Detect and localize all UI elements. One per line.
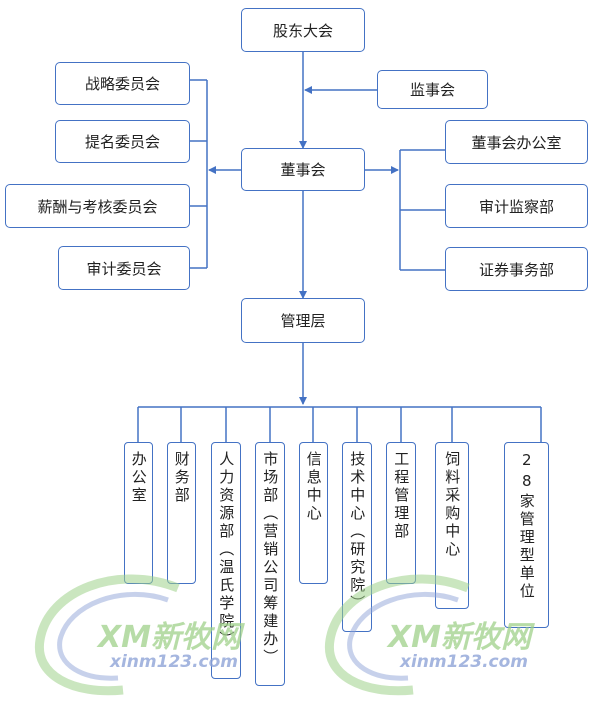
dept-label: 市场部（营销公司筹建办） xyxy=(261,451,280,667)
dept-label: 办公室 xyxy=(129,451,148,505)
committee-label: 薪酬与考核委员会 xyxy=(37,197,158,216)
committee-strategy: 战略委员会 xyxy=(55,62,190,105)
dept-label: 饲料采购中心 xyxy=(443,451,462,559)
watermark-logo-right: XM新牧网 xyxy=(388,612,531,656)
node-management: 管理层 xyxy=(241,298,365,343)
dept-finance: 财务部 xyxy=(167,442,196,584)
dept-office: 办公室 xyxy=(124,442,153,584)
node-shareholders: 股东大会 xyxy=(241,8,365,52)
dept-engineering: 工程管理部 xyxy=(386,442,416,584)
dept-label: 信息中心 xyxy=(304,451,323,523)
node-management-label: 管理层 xyxy=(280,312,326,330)
node-supervisory: 监事会 xyxy=(377,70,488,109)
watermark-url-right: xinm123.com xyxy=(400,652,528,672)
board-unit-office: 董事会办公室 xyxy=(445,120,588,164)
dept-label: 财务部 xyxy=(172,451,191,505)
dept-information: 信息中心 xyxy=(299,442,328,584)
watermark-url-text: xinm123.com xyxy=(110,652,239,672)
committee-compensation: 薪酬与考核委员会 xyxy=(5,184,190,228)
committee-label: 提名委员会 xyxy=(84,133,160,151)
node-shareholders-label: 股东大会 xyxy=(272,21,333,40)
node-board: 董事会 xyxy=(241,148,365,191)
board-unit-label: 证券事务部 xyxy=(478,260,554,279)
dept-marketing: 市场部（营销公司筹建办） xyxy=(255,442,285,686)
dept-managed-units: 28家管理型单位 xyxy=(504,442,549,628)
committee-nomination: 提名委员会 xyxy=(55,120,190,163)
board-unit-audit-supervision: 审计监察部 xyxy=(445,184,588,228)
dept-label: 技术中心（研究院） xyxy=(348,451,367,613)
board-unit-securities: 证券事务部 xyxy=(445,247,588,291)
node-board-label: 董事会 xyxy=(280,161,326,179)
committee-label: 战略委员会 xyxy=(84,75,160,93)
watermark-url-left: xinm123.com xyxy=(110,652,238,672)
watermark-url-text: xinm123.com xyxy=(400,652,529,672)
board-unit-label: 董事会办公室 xyxy=(471,133,562,152)
dept-label: 28家管理型单位 xyxy=(517,451,536,601)
committee-label: 审计委员会 xyxy=(86,259,162,278)
dept-label: 人力资源部（温氏学院） xyxy=(217,451,236,649)
board-unit-label: 审计监察部 xyxy=(478,197,554,216)
committee-audit: 审计委员会 xyxy=(58,246,190,290)
node-supervisory-label: 监事会 xyxy=(409,81,455,99)
dept-label: 工程管理部 xyxy=(392,451,411,541)
watermark-logo-text: XM新牧网 xyxy=(98,620,241,655)
dept-hr: 人力资源部（温氏学院） xyxy=(211,442,241,679)
watermark-swoosh-right-icon xyxy=(324,574,470,696)
watermark-logo-left: XM新牧网 xyxy=(98,612,241,656)
watermark-swoosh-left-icon xyxy=(34,574,180,696)
watermark-logo-text: XM新牧网 xyxy=(388,620,531,655)
